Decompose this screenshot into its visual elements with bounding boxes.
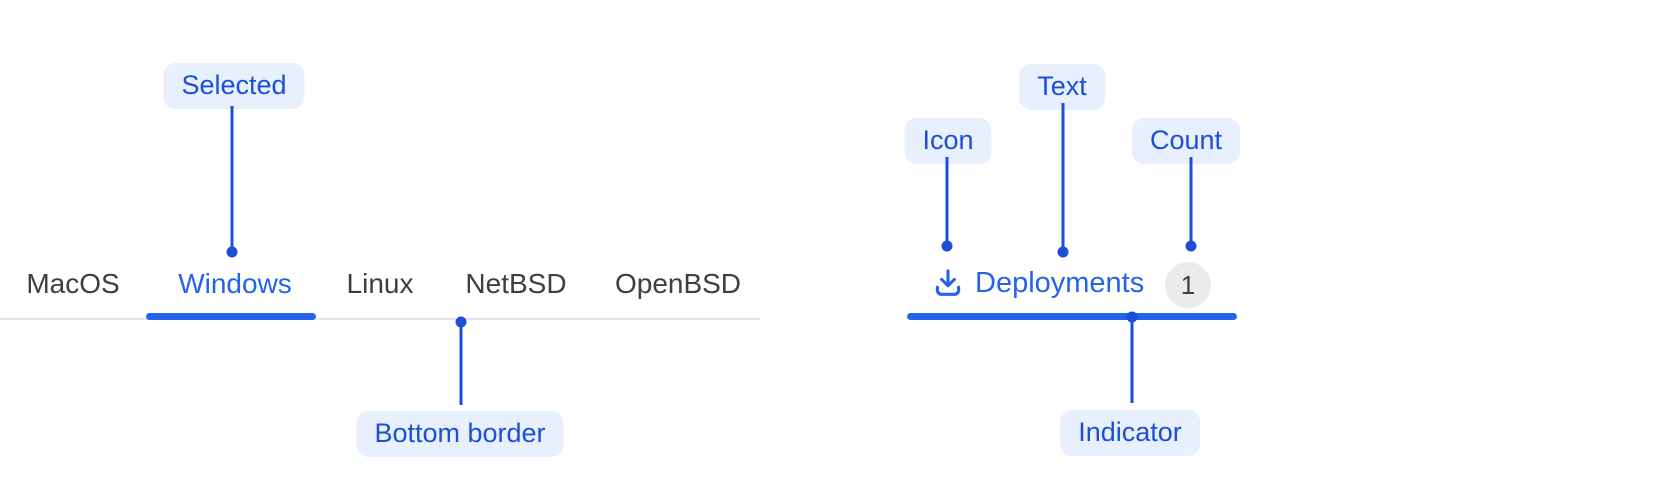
annotation-line-text	[1061, 103, 1065, 247]
download-icon	[931, 266, 965, 300]
tab-linux[interactable]: Linux	[346, 268, 414, 299]
tab-bar-bottom-border	[0, 318, 760, 320]
tab-macos[interactable]: MacOS	[26, 268, 120, 299]
annotation-dot-bottom-border	[455, 316, 467, 328]
annotation-label-text: Text	[1019, 64, 1105, 110]
annotation-dot-selected	[226, 246, 238, 258]
annotation-line-icon	[945, 157, 949, 242]
tab-deployments-count-badge: 1	[1165, 262, 1211, 308]
annotation-line-indicator	[1130, 322, 1134, 403]
tab-windows[interactable]: Windows	[178, 268, 292, 299]
annotation-dot-indicator	[1126, 311, 1138, 323]
tab-deployments[interactable]: Deployments 1	[907, 260, 1237, 322]
tab-deployments-label: Deployments	[975, 267, 1145, 299]
annotation-label-indicator: Indicator	[1060, 410, 1200, 456]
annotation-line-count	[1189, 157, 1193, 241]
annotation-label-bottom-border: Bottom border	[356, 411, 564, 457]
annotation-label-icon: Icon	[904, 118, 992, 164]
annotation-line-selected	[230, 106, 234, 247]
os-tab-bar: MacOS Windows Linux NetBSD OpenBSD	[0, 268, 760, 320]
annotation-dot-text	[1057, 246, 1069, 258]
annotation-line-bottom-border	[459, 327, 463, 405]
annotation-label-selected: Selected	[163, 63, 305, 109]
selected-tab-underline	[146, 313, 316, 320]
annotation-label-count: Count	[1131, 118, 1241, 164]
annotation-dot-count	[1185, 240, 1197, 252]
tab-deployments-indicator	[907, 313, 1237, 320]
annotation-dot-icon	[941, 240, 953, 252]
tab-openbsd[interactable]: OpenBSD	[614, 268, 742, 299]
tab-netbsd[interactable]: NetBSD	[465, 268, 567, 299]
